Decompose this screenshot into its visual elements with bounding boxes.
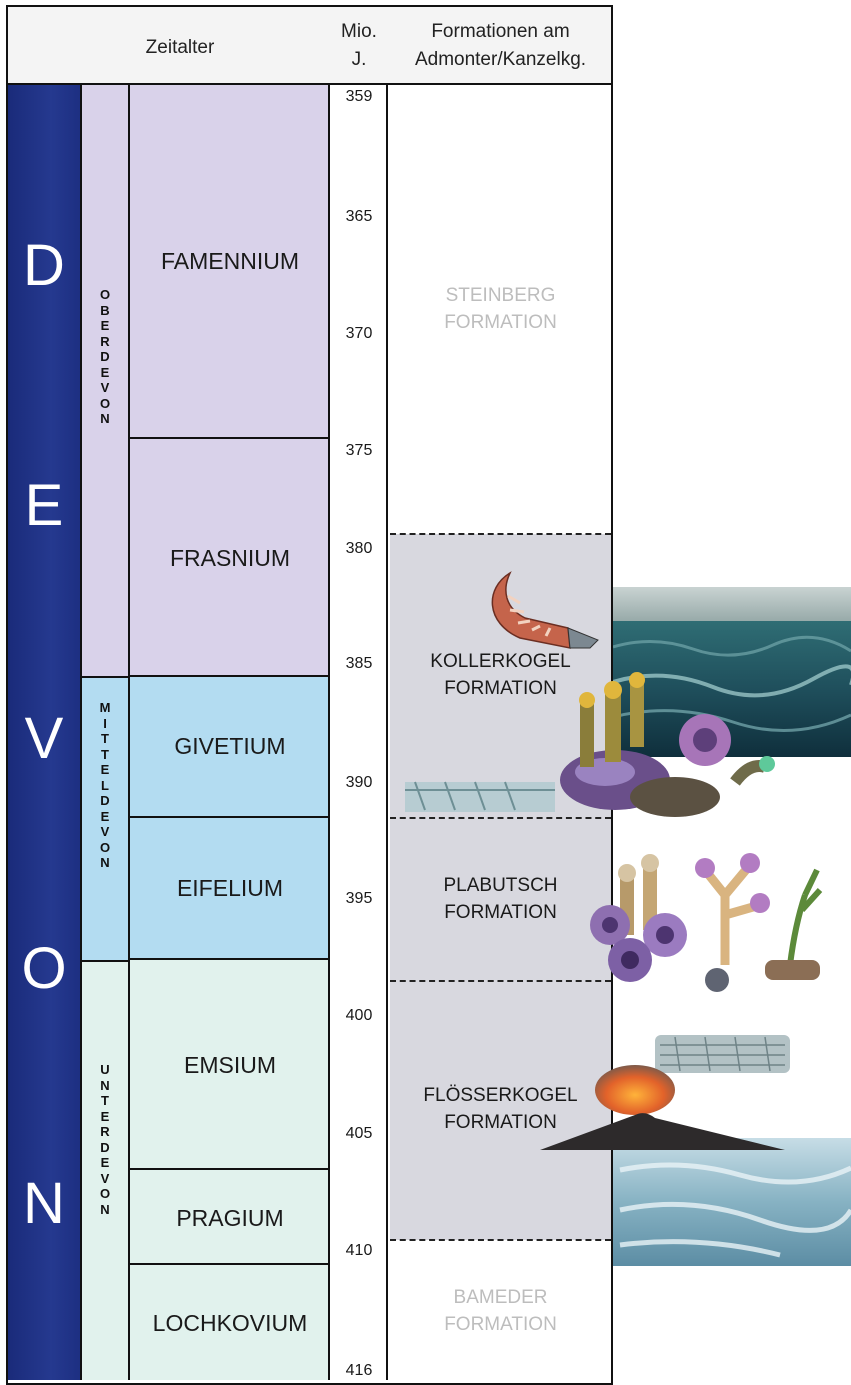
- reef-organisms-illustration: [405, 672, 785, 820]
- age-label: 400: [330, 1007, 388, 1025]
- age-label: 375: [330, 442, 388, 460]
- mio-header-line2: J.: [330, 46, 388, 74]
- formation-header-line1: Formationen am: [390, 18, 611, 46]
- age-label: 380: [330, 540, 388, 558]
- boundary-pragium-lochkovium: [130, 1263, 330, 1265]
- boundary-famennium-frasnium: [130, 437, 330, 439]
- formation-header-line2: Admonter/Kanzelkg.: [390, 46, 611, 74]
- stage-pragium: PRAGIUM: [130, 1205, 330, 1232]
- coral-organisms-illustration: [555, 835, 845, 995]
- zeitalter-header: Zeitalter: [130, 34, 230, 62]
- stage-famennium: FAMENNIUM: [130, 248, 330, 275]
- stage-emsium: EMSIUM: [130, 1052, 330, 1079]
- age-label: 416: [330, 1362, 388, 1380]
- age-label: 410: [330, 1242, 388, 1260]
- stage-givetium: GIVETIUM: [130, 733, 330, 760]
- age-column: [330, 85, 388, 1380]
- period-letter-n: N: [8, 1170, 80, 1237]
- boundary-emsium-pragium: [130, 1168, 330, 1170]
- period-letter-v: V: [8, 705, 80, 772]
- stage-eifelium: EIFELIUM: [130, 875, 330, 902]
- age-label: 370: [330, 325, 388, 343]
- age-label: 365: [330, 208, 388, 226]
- volcano-sea-illustration: [540, 1060, 851, 1266]
- boundary-frasnium-givetium: [130, 675, 330, 677]
- stage-lochkovium: LOCHKOVIUM: [130, 1310, 330, 1337]
- age-label: 390: [330, 774, 388, 792]
- period-letter-e: E: [8, 472, 80, 539]
- age-label: 395: [330, 890, 388, 908]
- age-label: 405: [330, 1125, 388, 1143]
- age-label: 359: [330, 88, 388, 106]
- boundary-givetium-eifelium: [130, 816, 330, 818]
- period-letter-o: O: [8, 935, 80, 1002]
- age-label: 385: [330, 655, 388, 673]
- mitteldevon-stage-block: [130, 676, 330, 960]
- mio-header-line1: Mio.: [330, 18, 388, 46]
- stage-frasnium: FRASNIUM: [130, 545, 330, 572]
- formation-boundary-dashed: [390, 533, 611, 535]
- oberdevon-stage-block: [130, 85, 330, 676]
- boundary-eifelium-emsium: [130, 958, 330, 960]
- period-letter-d: D: [8, 232, 80, 299]
- nautiloid-illustration: [480, 568, 605, 663]
